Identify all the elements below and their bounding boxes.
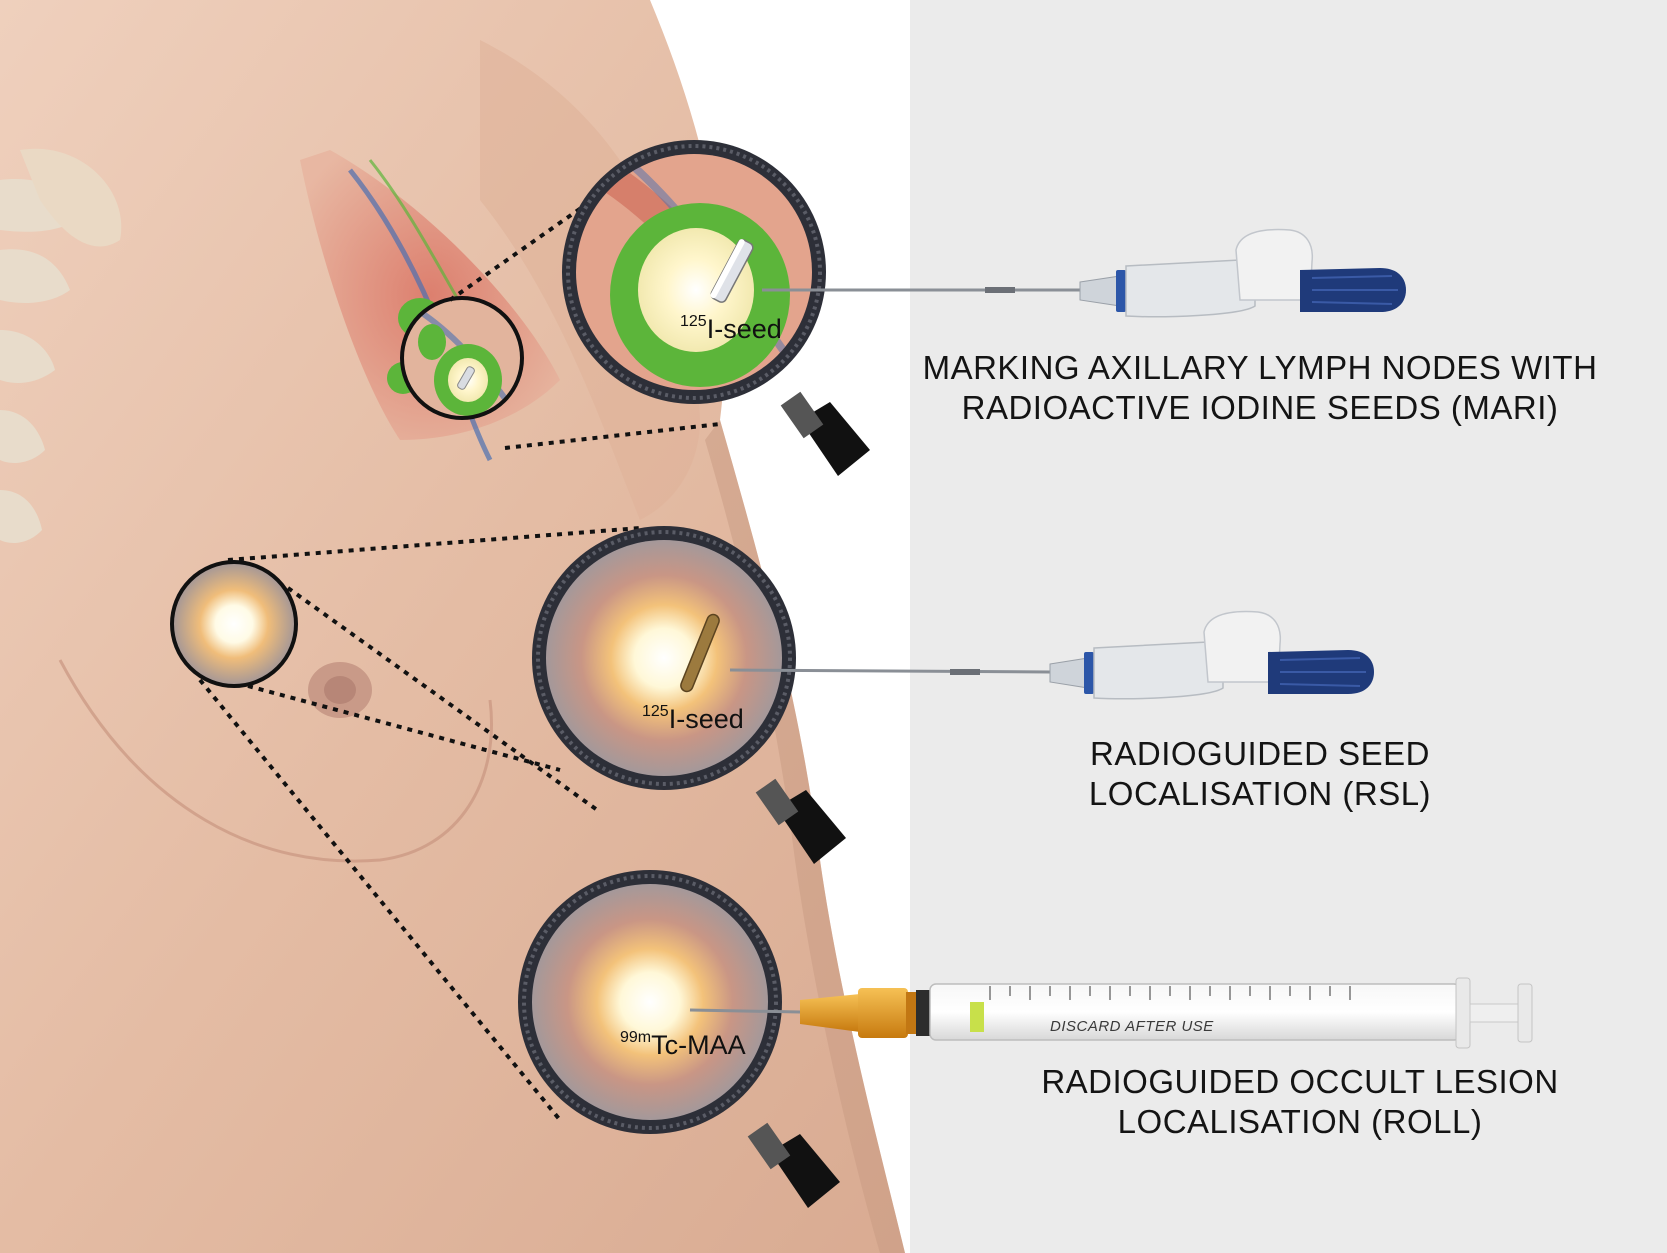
rsl-caption-line2: LOCALISATION (RSL) bbox=[1088, 775, 1432, 812]
rsl-magnifier bbox=[532, 526, 846, 864]
mari-caption-line1: MARKING AXILLARY LYMPH NODES WITH bbox=[922, 349, 1598, 386]
roll-tracer-isotope: 99m bbox=[620, 1029, 652, 1046]
mari-needle bbox=[762, 228, 1406, 318]
roll-caption-line2: LOCALISATION (ROLL) bbox=[1117, 1103, 1483, 1140]
rsl-seed-label: 125I-seed bbox=[642, 703, 744, 735]
mari-seed-isotope: 125 bbox=[680, 313, 707, 330]
roll-syringe bbox=[689, 977, 1533, 1049]
roll-caption-line1: RADIOGUIDED OCCULT LESION bbox=[1041, 1063, 1559, 1100]
mari-caption: MARKING AXILLARY LYMPH NODES WITH RADIOA… bbox=[910, 348, 1610, 428]
rsl-caption: RADIOGUIDED SEED LOCALISATION (RSL) bbox=[910, 734, 1610, 814]
breast-lesion-circle bbox=[170, 560, 298, 688]
rsl-needle bbox=[729, 610, 1374, 700]
mari-seed-text: I-seed bbox=[706, 314, 782, 344]
mari-seed-label: 125I-seed bbox=[680, 313, 782, 345]
roll-tracer-text: Tc-MAA bbox=[651, 1030, 746, 1060]
roll-caption: RADIOGUIDED OCCULT LESION LOCALISATION (… bbox=[950, 1062, 1650, 1142]
mari-caption-line2: RADIOACTIVE IODINE SEEDS (MARI) bbox=[961, 389, 1559, 426]
rsl-seed-text: I-seed bbox=[668, 704, 744, 734]
right-panel-background bbox=[910, 0, 1667, 1253]
roll-tracer-label: 99mTc-MAA bbox=[620, 1029, 746, 1061]
syringe-barrel-text: DISCARD AFTER USE bbox=[1050, 1018, 1214, 1035]
mari-magnifier bbox=[562, 140, 870, 476]
axillary-detail-circle bbox=[400, 296, 524, 420]
roll-magnifier bbox=[518, 870, 840, 1208]
rsl-seed-isotope: 125 bbox=[642, 703, 669, 720]
rsl-caption-line1: RADIOGUIDED SEED bbox=[1090, 735, 1430, 772]
